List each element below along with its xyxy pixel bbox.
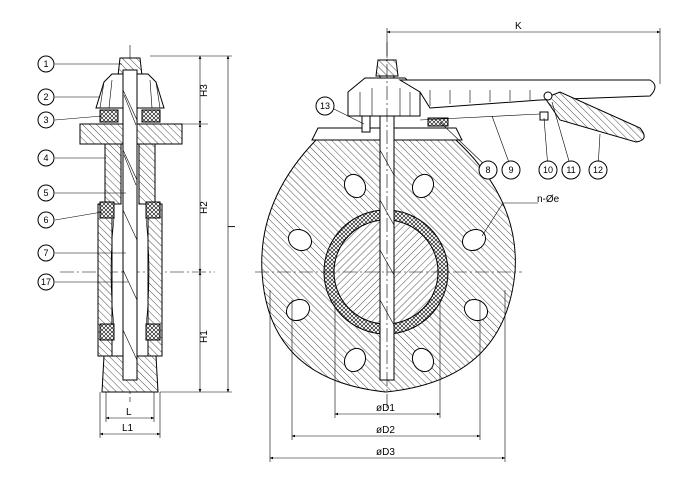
dim-l: L xyxy=(126,407,132,418)
callout-12: 12 xyxy=(588,160,608,180)
svg-text:1: 1 xyxy=(43,59,48,69)
callout-3: 3 xyxy=(37,111,55,129)
dim-h3: H3 xyxy=(199,84,210,97)
dim-k: K xyxy=(515,21,522,32)
dim-h2: H2 xyxy=(199,201,210,214)
callout-7: 7 xyxy=(37,244,55,262)
dim-d3: øD3 xyxy=(376,447,395,458)
svg-text:9: 9 xyxy=(508,165,513,175)
callout-17: 17 xyxy=(37,273,55,291)
side-section-view: H3 H2 H1 I L L1 xyxy=(54,45,238,438)
svg-text:3: 3 xyxy=(43,115,48,125)
dim-h1: H1 xyxy=(199,330,210,343)
svg-text:2: 2 xyxy=(43,92,48,102)
dim-l1: L1 xyxy=(122,423,134,434)
callout-5: 5 xyxy=(37,184,55,202)
callout-13: 13 xyxy=(315,96,335,116)
bolt-holes xyxy=(285,173,489,373)
svg-text:13: 13 xyxy=(320,101,330,111)
svg-text:6: 6 xyxy=(43,215,48,225)
dim-total-height: I xyxy=(227,225,238,228)
callout-11: 11 xyxy=(561,160,581,180)
callout-10: 10 xyxy=(538,160,558,180)
callout-8: 8 xyxy=(478,160,498,180)
svg-text:7: 7 xyxy=(43,248,48,258)
svg-text:12: 12 xyxy=(593,165,603,175)
svg-text:11: 11 xyxy=(566,165,575,175)
svg-text:5: 5 xyxy=(43,188,48,198)
dim-d1: øD1 xyxy=(376,403,395,414)
callout-4: 4 xyxy=(37,149,55,167)
callout-2: 2 xyxy=(37,88,55,106)
callout-6: 6 xyxy=(37,211,55,229)
callout-9: 9 xyxy=(501,160,521,180)
svg-text:8: 8 xyxy=(485,165,490,175)
dim-d2: øD2 xyxy=(376,425,395,436)
callout-1: 1 xyxy=(37,55,55,73)
svg-text:4: 4 xyxy=(43,153,48,163)
front-view: K n-Øe øD1 øD2 øD3 xyxy=(255,21,661,462)
svg-text:10: 10 xyxy=(543,165,553,175)
dim-bolt-holes: n-Øe xyxy=(537,194,560,205)
svg-text:17: 17 xyxy=(41,277,51,287)
